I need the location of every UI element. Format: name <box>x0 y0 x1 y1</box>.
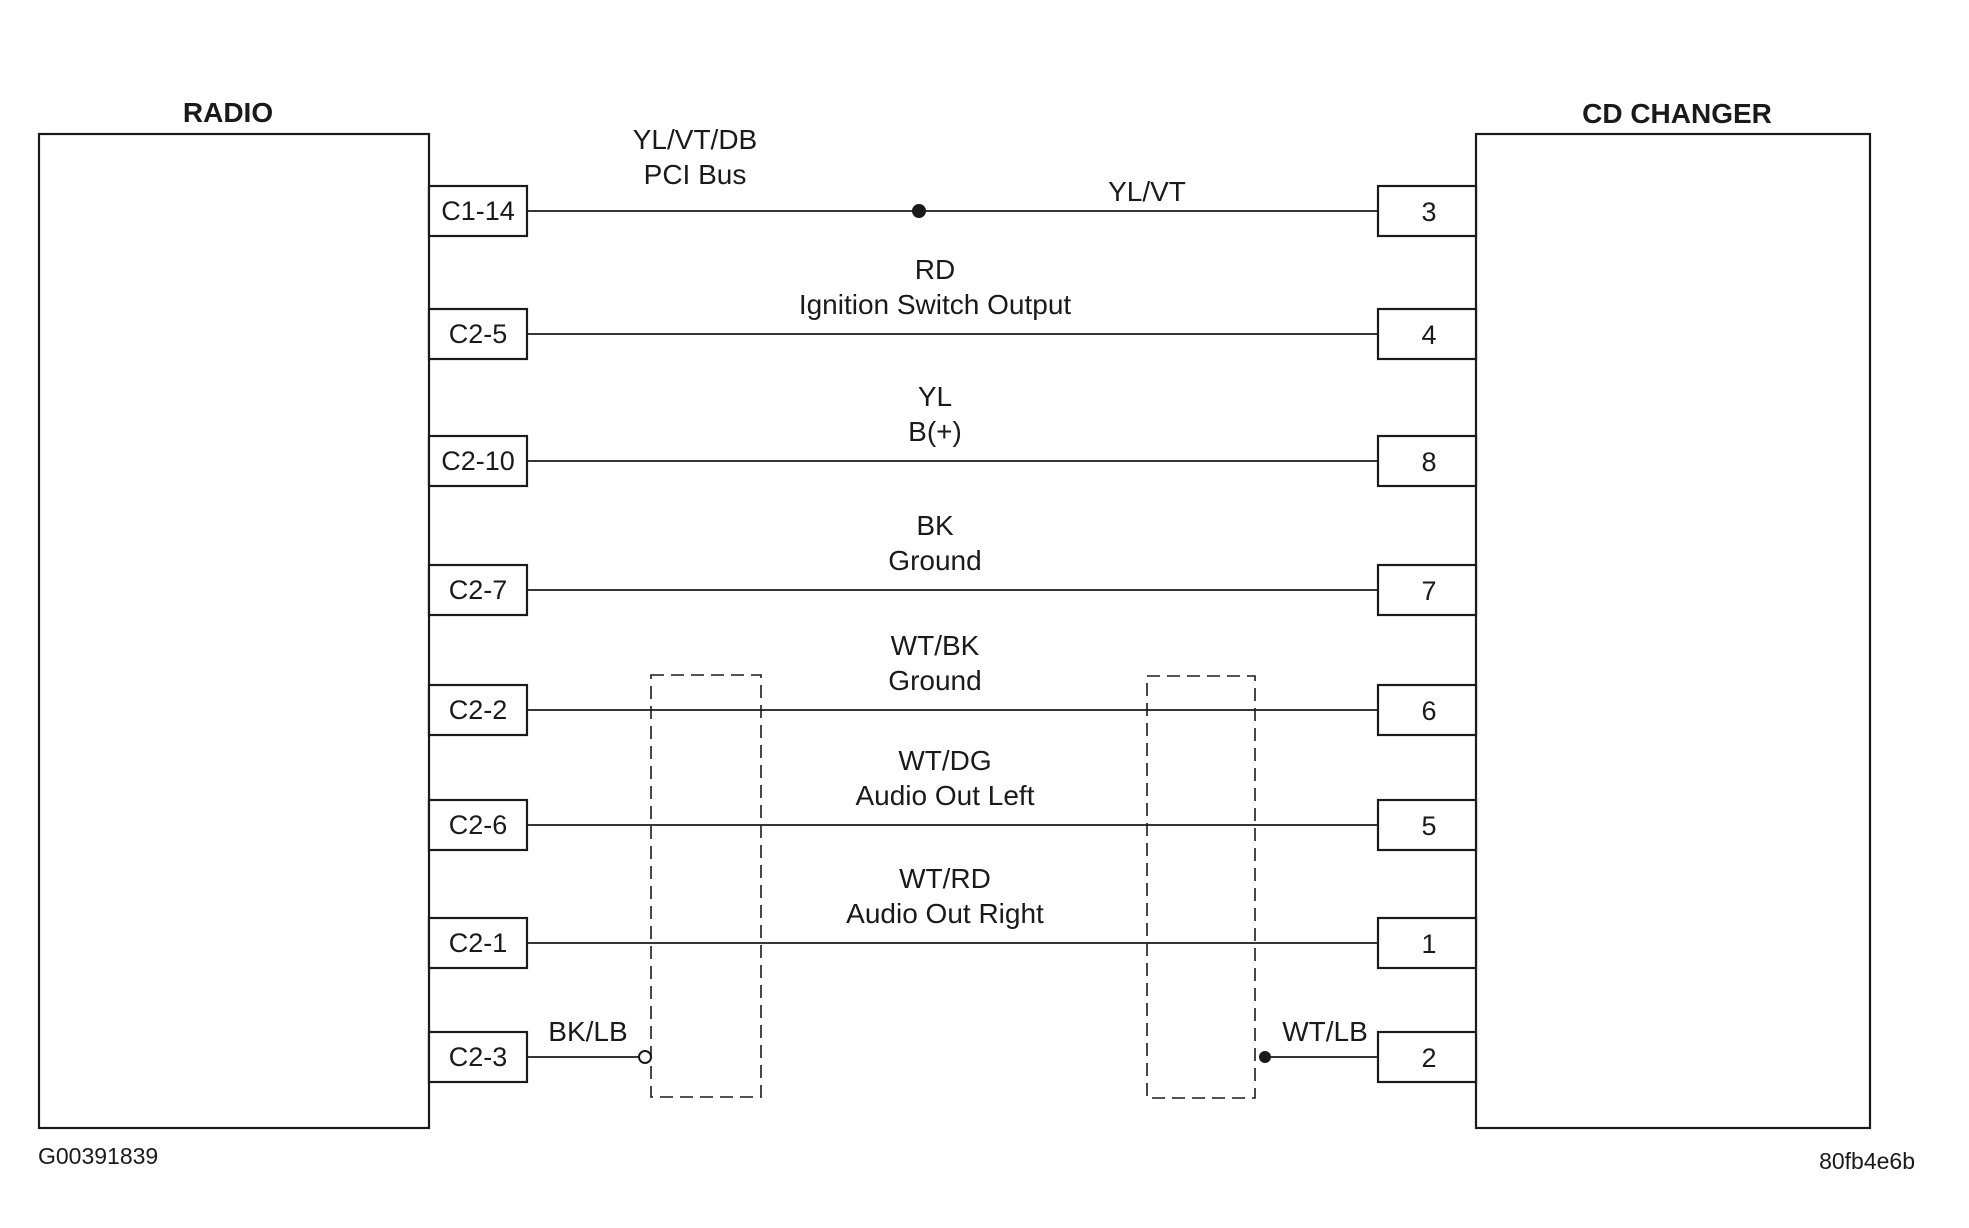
changer-pin-label: 5 <box>1421 811 1436 841</box>
wire-function-label: Audio Out Left <box>855 780 1034 811</box>
radio-pin-label: C2-1 <box>449 928 508 958</box>
changer-pin-box <box>1376 1030 1478 1084</box>
wire-function-label: Ignition Switch Output <box>799 289 1072 320</box>
radio-pin-label: C2-10 <box>441 446 515 476</box>
drain-right-label: WT/LB <box>1282 1016 1368 1047</box>
wire-function-label: Ground <box>888 665 981 696</box>
changer-pin-label: 6 <box>1421 696 1436 726</box>
splice-dot <box>912 204 926 218</box>
drain-terminal-right <box>1259 1051 1271 1063</box>
drain-terminal-left <box>638 1050 652 1064</box>
changer-pin-label: 3 <box>1421 197 1436 227</box>
wire-color-label: RD <box>915 254 955 285</box>
changer-pin-box <box>1376 434 1478 488</box>
radio-pin-label: C2-3 <box>449 1042 508 1072</box>
diagram-code-right: 80fb4e6b <box>1819 1148 1915 1174</box>
changer-pin-label: 8 <box>1421 447 1436 477</box>
left-shield <box>650 674 762 1098</box>
wire-color-label: YL/VT/DB <box>633 124 757 155</box>
radio-pin-box <box>427 798 529 852</box>
changer-pin-box <box>1376 184 1478 238</box>
wire-function-label: Ground <box>888 545 981 576</box>
wire-function-label: PCI Bus <box>644 159 747 190</box>
changer-pin-label: 2 <box>1421 1043 1436 1073</box>
radio-pin-box <box>427 916 529 970</box>
changer-pin-box <box>1376 916 1478 970</box>
wire-color-label: BK <box>916 510 954 541</box>
splice-wire-color-label: YL/VT <box>1108 176 1186 207</box>
radio-pin-box <box>427 184 529 238</box>
changer-pin-label: 1 <box>1421 929 1436 959</box>
radio-pin-label: C2-5 <box>449 319 508 349</box>
radio-pin-label: C2-6 <box>449 810 508 840</box>
radio-pin-label: C1-14 <box>441 196 515 226</box>
changer-pin-box <box>1376 683 1478 737</box>
radio-block <box>37 132 431 1130</box>
drain-left-label: BK/LB <box>548 1016 627 1047</box>
changer-pin-box <box>1376 307 1478 361</box>
changer-pin-box <box>1376 798 1478 852</box>
cd-changer-title: CD CHANGER <box>1582 98 1772 129</box>
wire-color-label: WT/BK <box>891 630 980 661</box>
changer-pin-label: 7 <box>1421 576 1436 606</box>
wire-function-label: Audio Out Right <box>846 898 1044 929</box>
radio-title: RADIO <box>183 97 273 128</box>
radio-pin-label: C2-7 <box>449 575 508 605</box>
wire-color-label: WT/DG <box>898 745 991 776</box>
right-shield <box>1146 675 1256 1099</box>
changer-pin-label: 4 <box>1421 320 1436 350</box>
wire-color-label: WT/RD <box>899 863 991 894</box>
wire-function-label: B(+) <box>908 416 962 447</box>
radio-pin-label: C2-2 <box>449 695 508 725</box>
diagram-code-left: G00391839 <box>38 1143 158 1169</box>
wire-color-label: YL <box>918 381 952 412</box>
radio-pin-box <box>427 307 529 361</box>
cd-changer-block <box>1474 132 1872 1130</box>
